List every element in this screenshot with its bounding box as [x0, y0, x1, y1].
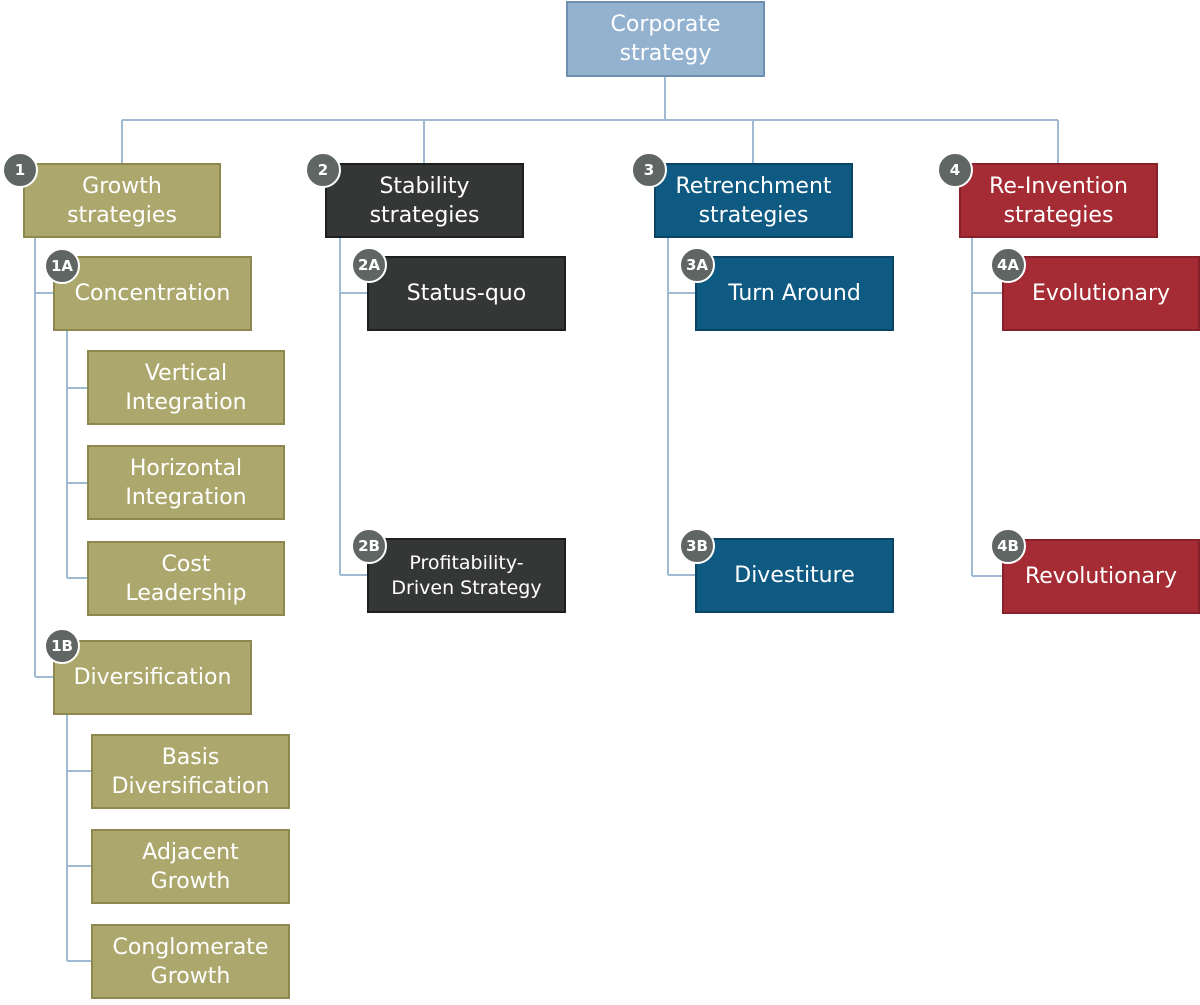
leaf-horizontal-integration: Horizontal Integration	[87, 445, 285, 520]
leaf-adjacent-growth: Adjacent Growth	[91, 829, 290, 904]
badge-4b: 4B	[990, 528, 1026, 564]
subcategory-evolutionary: Evolutionary	[1002, 256, 1200, 331]
subcategory-diversification: Diversification	[53, 640, 252, 715]
leaf-conglomerate-growth: Conglomerate Growth	[91, 924, 290, 999]
category-growth-strategies: Growth strategies	[23, 163, 221, 238]
badge-3: 3	[631, 152, 667, 188]
badge-2: 2	[305, 152, 341, 188]
badge-4a: 4A	[990, 247, 1026, 283]
leaf-basis-diversification: Basis Diversification	[91, 734, 290, 809]
category-reinvention-strategies: Re-Invention strategies	[959, 163, 1158, 238]
badge-2a: 2A	[351, 247, 387, 283]
badge-1: 1	[2, 152, 38, 188]
subcategory-concentration: Concentration	[53, 256, 252, 331]
subcategory-status-quo: Status-quo	[367, 256, 566, 331]
category-retrenchment-strategies: Retrenchment strategies	[654, 163, 853, 238]
category-stability-strategies: Stability strategies	[325, 163, 524, 238]
leaf-vertical-integration: Vertical Integration	[87, 350, 285, 425]
badge-3a: 3A	[679, 247, 715, 283]
subcategory-profitability-driven-strategy: Profitability- Driven Strategy	[367, 538, 566, 613]
badge-3b: 3B	[679, 528, 715, 564]
badge-1a: 1A	[44, 248, 80, 284]
subcategory-turn-around: Turn Around	[695, 256, 894, 331]
badge-1b: 1B	[44, 628, 80, 664]
root-node-corporate-strategy: Corporate strategy	[566, 1, 765, 77]
subcategory-revolutionary: Revolutionary	[1002, 539, 1200, 614]
badge-2b: 2B	[351, 528, 387, 564]
subcategory-divestiture: Divestiture	[695, 538, 894, 613]
leaf-cost-leadership: Cost Leadership	[87, 541, 285, 616]
badge-4: 4	[937, 152, 973, 188]
